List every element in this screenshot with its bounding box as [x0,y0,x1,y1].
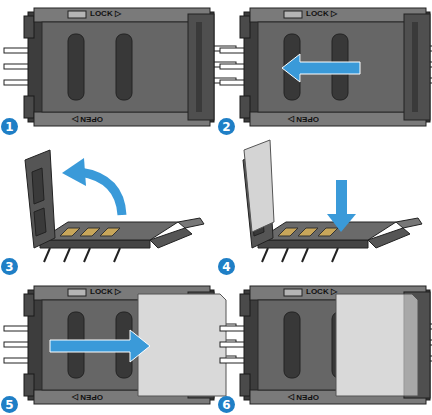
callout-number: 2 [218,118,235,135]
direction-marking: LOCK ▷ [306,10,337,18]
flip-arrow [80,172,122,215]
insert-arrow [336,180,347,216]
callout-text: 1 [5,121,13,133]
callout-text: 5 [5,399,13,411]
holder-end [404,292,430,398]
sim-holder [4,286,236,404]
callout-number: 4 [218,258,235,275]
flip-arrow-head [62,158,86,186]
sim-holder [220,286,432,404]
callout-number: 6 [218,396,235,413]
callout-text: 2 [222,121,230,133]
direction-marking: OPEN ▷ [288,393,319,401]
direction-marking: LOCK ▷ [306,288,337,296]
callout-number: 1 [1,118,18,135]
sim-card [244,140,274,232]
direction-marking: OPEN ▷ [288,115,319,123]
callout-number: 3 [1,258,18,275]
insert-arrow-head [327,214,356,232]
direction-marking: OPEN ▷ [72,115,103,123]
sim-holder [4,8,236,126]
direction-marking: LOCK ▷ [90,288,121,296]
slide-arrow [282,54,360,82]
sim-holder [220,8,432,126]
slide-arrow [50,330,150,362]
callout-number: 5 [1,396,18,413]
open-holder [25,150,204,262]
direction-marking: LOCK ▷ [90,10,121,18]
callout-text: 3 [5,261,13,273]
sim-card [138,294,226,396]
callout-text: 6 [222,399,230,411]
direction-marking: OPEN ▷ [72,393,103,401]
callout-text: 4 [222,261,230,273]
